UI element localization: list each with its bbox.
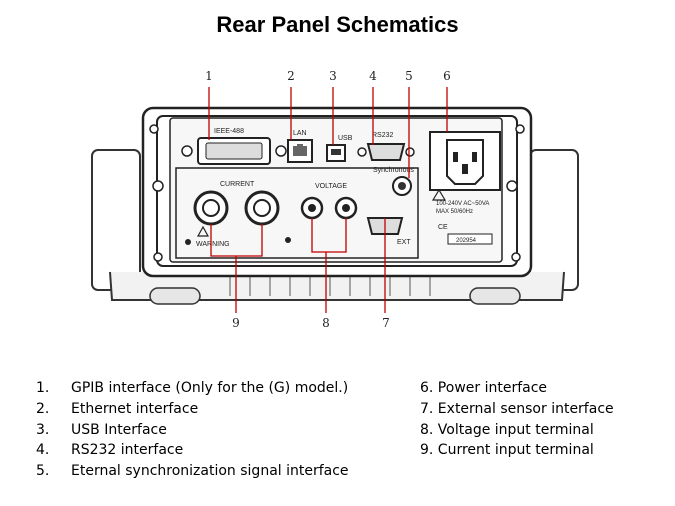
- callout-number-5: 5: [405, 69, 413, 83]
- callout-leaders: [208, 87, 448, 313]
- ce-mark-icon: CE: [438, 224, 448, 231]
- legend-item: 4.RS232 interface: [36, 442, 184, 459]
- legend-left-list: 1.GPIB interface (Only for the (G) model…: [36, 378, 349, 482]
- lan-port: LAN: [287, 130, 313, 163]
- legend-item: 1.GPIB interface (Only for the (G) model…: [36, 380, 349, 396]
- legend-item: 9. Current input terminal: [420, 442, 594, 459]
- usb-port: USB: [326, 135, 353, 162]
- legend-item: 8. Voltage input terminal: [420, 421, 594, 438]
- power-freq: MAX 50/60Hz: [436, 209, 473, 215]
- warning-triangle-icon: [431, 188, 447, 201]
- current-label: CURRENT: [220, 181, 255, 188]
- gpib-connector: IEEE-488: [181, 128, 287, 165]
- callout-number-6: 6: [443, 69, 451, 83]
- legend-item: 6. Power interface: [420, 380, 548, 396]
- callout-number-3: 3: [329, 69, 337, 83]
- legend-item: 3.USB Interface: [36, 421, 167, 438]
- power-rating: 100-240V AC~50VA: [436, 201, 489, 207]
- sync-label: Synchronous: [373, 167, 414, 174]
- callout-number-2: 2: [287, 69, 295, 83]
- voltage-label: VOLTAGE: [315, 183, 347, 190]
- legend-item: 2.Ethernet interface: [36, 400, 199, 417]
- warning-triangle-icon: [196, 225, 210, 237]
- power-inlet: 100-240V AC~50VA MAX 50/60Hz 202954 CE: [429, 131, 501, 245]
- serial-label: 202954: [456, 238, 477, 244]
- callout-number-8: 8: [322, 316, 330, 330]
- warning-area: WARNING: [185, 225, 291, 248]
- lan-label: LAN: [293, 130, 307, 137]
- ieee-label: IEEE-488: [214, 128, 244, 135]
- sync-connector: Synchronous: [373, 167, 414, 196]
- ext-label: EXT: [397, 239, 411, 246]
- legend-right-list: 6. Power interface 7. External sensor in…: [420, 378, 614, 461]
- warning-label: WARNING: [196, 241, 230, 248]
- callout-number-7: 7: [382, 316, 390, 330]
- callout-number-9: 9: [232, 316, 240, 330]
- rs232-connector: RS232: [357, 132, 415, 161]
- usb-label: USB: [338, 135, 353, 142]
- legend-item: 7. External sensor interface: [420, 400, 614, 417]
- callout-number-1: 1: [205, 69, 213, 83]
- slide-title: Rear Panel Schematics: [216, 12, 459, 37]
- rs232-label: RS232: [372, 132, 394, 139]
- current-terminals: CURRENT: [193, 181, 280, 226]
- callout-number-4: 4: [369, 69, 377, 83]
- legend-item: 5.Eternal synchronization signal interfa…: [36, 463, 349, 480]
- instrument-stand: [91, 149, 579, 305]
